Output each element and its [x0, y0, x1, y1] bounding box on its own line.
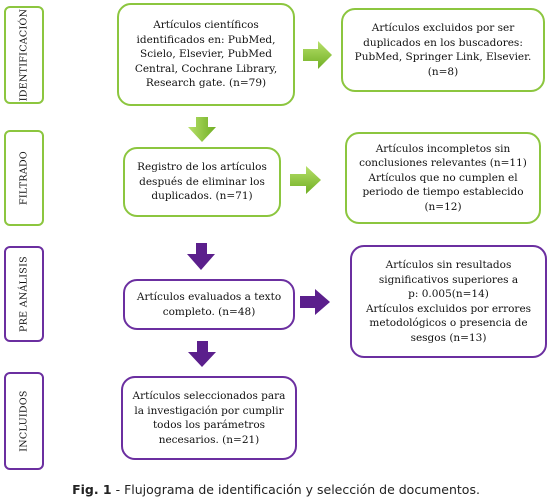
- box-identified: Artículos científicos identificados en: …: [117, 3, 295, 106]
- figure-caption-label: Fig. 1: [72, 482, 112, 497]
- box-identified-text: Artículos científicos identificados en: …: [134, 19, 278, 90]
- box-after-duplicates: Registro de los artículos después de eli…: [123, 147, 281, 217]
- figure-caption: Fig. 1 - Flujograma de identificación y …: [0, 482, 552, 497]
- arrow-right-2: [290, 166, 321, 194]
- arrow-right-1: [303, 41, 332, 69]
- arrow-right-3: [300, 289, 330, 315]
- arrow-down-3: [188, 341, 216, 367]
- box-selected-text: Artículos seleccionados para la investig…: [132, 390, 286, 446]
- box-evaluated: Artículos evaluados a texto completo. (n…: [123, 279, 295, 330]
- stage-pre-analisis: PRE ANÁLISIS: [4, 246, 44, 342]
- box-no-results-text: Artículos sin resultados significativos …: [365, 259, 532, 344]
- arrow-down-2: [187, 243, 215, 270]
- box-no-results: Artículos sin resultados significativos …: [350, 245, 547, 358]
- box-selected: Artículos seleccionados para la investig…: [121, 376, 297, 460]
- box-excluded-duplicates-text: Artículos excluidos por ser duplicados e…: [354, 22, 532, 78]
- box-incomplete: Artículos incompletos sin conclusiones r…: [345, 132, 541, 224]
- stage-identificacion: IDENTIFICACIÓN: [4, 6, 44, 104]
- box-after-duplicates-text: Registro de los artículos después de eli…: [137, 161, 267, 203]
- box-evaluated-text: Artículos evaluados a texto completo. (n…: [136, 291, 282, 318]
- stage-filtrado: FILTRADO: [4, 130, 44, 226]
- box-incomplete-text: Artículos incompletos sin conclusiones r…: [359, 142, 527, 213]
- figure-caption-text: - Flujograma de identificación y selecci…: [111, 482, 480, 497]
- box-excluded-duplicates: Artículos excluidos por ser duplicados e…: [341, 8, 545, 92]
- stage-incluidos: INCLUIDOS: [4, 372, 44, 470]
- arrow-down-1: [188, 117, 216, 142]
